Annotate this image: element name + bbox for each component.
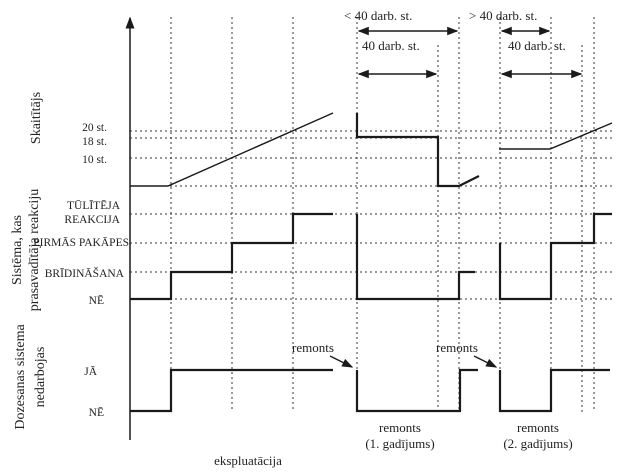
repair2-arrow (473, 355, 498, 368)
counter-level-18: 18 st. (82, 136, 107, 148)
case1-label: remonts (379, 420, 421, 435)
interval-case2-inner: 40 darb. st. (508, 38, 566, 53)
case2-sublabel: (2. gadījums) (503, 436, 572, 451)
case1-sublabel: (1. gadījums) (365, 436, 434, 451)
response-axis-title-1: Sistēma, kas (10, 215, 25, 285)
horizontal-gridlines (130, 130, 612, 300)
counter-level-20: 20 st. (82, 122, 107, 134)
counter-axis-title: Skaitītājs (29, 92, 44, 144)
interval-case1-inner: 40 darb. st. (362, 38, 420, 53)
vertical-gridlines (170, 17, 595, 412)
dosing-signal (130, 368, 610, 413)
dosing-axis-title-1: Dozesanas sistema (13, 324, 28, 430)
level-dosing-no: NĒ (89, 406, 104, 419)
level-response-no: NĒ (89, 294, 104, 307)
interval-case1-outer: < 40 darb. st. (344, 8, 412, 23)
response-axis-title-2: prasavadītāja reakciju (27, 189, 42, 311)
case2-label: remonts (517, 420, 559, 435)
counter-signal (130, 112, 613, 188)
level-immediate-1: TŪLĪTĒJA (67, 199, 121, 212)
time-axis-label: ekspluatācija (214, 453, 282, 468)
level-immediate-2: REAKCIJA (64, 214, 120, 226)
interval-arrows (357, 26, 583, 79)
interval-case2-outer: > 40 darb. st. (469, 8, 537, 23)
response-signal (130, 212, 612, 301)
level-dosing-yes: JĀ (84, 365, 97, 378)
repair1-arrow (329, 355, 354, 368)
level-warning: BRĪDINĀŠANA (45, 266, 125, 280)
level-first-stage: PIRMĀS PAKĀPES (33, 236, 129, 249)
repair1-label: remonts (292, 340, 334, 355)
dosing-axis-title-2: nedarbojas (33, 347, 48, 408)
repair2-label: remonts (436, 340, 478, 355)
counter-level-10: 10 st. (82, 154, 107, 166)
